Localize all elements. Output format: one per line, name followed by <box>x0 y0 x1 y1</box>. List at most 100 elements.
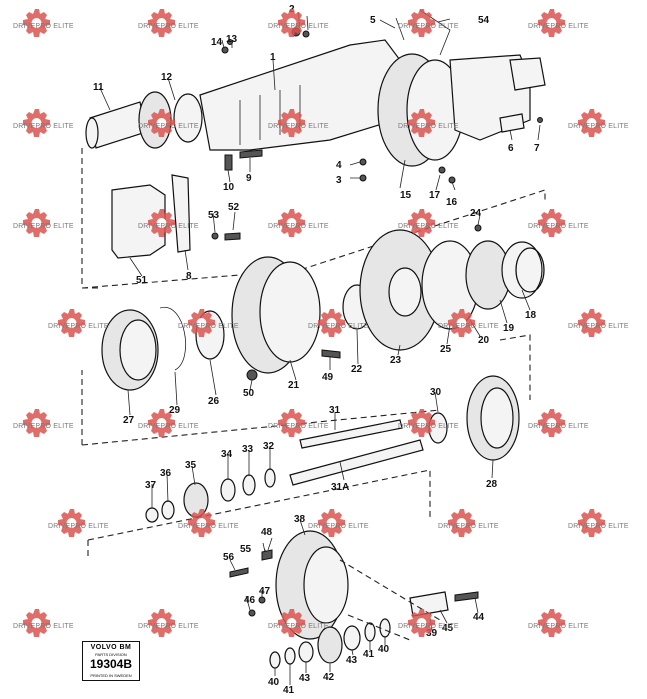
watermark-text: DRIVEPRO ELITE <box>398 623 459 630</box>
bearing-43-left <box>298 641 314 663</box>
bearing-20 <box>501 241 543 299</box>
watermark-text: DRIVEPRO ELITE <box>398 123 459 130</box>
callout-36: 36 <box>160 468 172 479</box>
section-divider-1 <box>81 148 546 289</box>
washer-32 <box>264 468 276 488</box>
screw-55 <box>261 549 273 561</box>
bolt-44 <box>454 591 479 602</box>
section-divider-3 <box>87 469 431 560</box>
callout-38: 38 <box>294 514 306 525</box>
callout-19: 19 <box>503 323 515 334</box>
callout-54: 54 <box>478 15 490 26</box>
callout-4: 4 <box>336 160 342 171</box>
watermark-text: DRIVEPRO ELITE <box>268 23 329 30</box>
callout-52: 52 <box>228 202 240 213</box>
callout-34: 34 <box>221 449 233 460</box>
watermark-text: DRIVEPRO ELITE <box>178 323 239 330</box>
drawing-number: 19304B <box>89 657 133 671</box>
bolt-52 <box>224 232 241 241</box>
callout-18: 18 <box>525 310 537 321</box>
callout-15: 15 <box>400 190 412 201</box>
bolt-17 <box>438 166 446 174</box>
callout-11: 11 <box>93 82 104 93</box>
planetary-group <box>145 375 520 523</box>
callout-3: 3 <box>336 175 342 186</box>
watermark-text: DRIVEPRO ELITE <box>268 623 329 630</box>
washer-41 <box>364 622 376 642</box>
watermark-text: DRIVEPRO ELITE <box>138 23 199 30</box>
watermark-text: DRIVEPRO ELITE <box>568 123 629 130</box>
callout-56: 56 <box>223 552 235 563</box>
callout-31a: 31A <box>331 482 349 493</box>
housing-ring-left <box>173 93 203 143</box>
washer-14 <box>221 46 229 54</box>
nut-4 <box>359 158 367 166</box>
pin-56 <box>229 567 249 578</box>
callout-46: 46 <box>244 595 256 606</box>
callout-48: 48 <box>261 527 273 538</box>
screw-46 <box>248 609 256 617</box>
snap-ring-29 <box>159 307 187 371</box>
watermark-text: DRIVEPRO ELITE <box>268 423 329 430</box>
bolt-10 <box>224 154 233 171</box>
assembly-guide-lines <box>339 559 441 641</box>
nut-37 <box>145 507 159 523</box>
watermark-text: DRIVEPRO ELITE <box>138 123 199 130</box>
callout-51: 51 <box>136 275 148 286</box>
shaft-31a <box>289 439 424 486</box>
watermark-text: DRIVEPRO ELITE <box>13 23 74 30</box>
watermark-text: DRIVEPRO ELITE <box>568 323 629 330</box>
watermark-text: DRIVEPRO ELITE <box>13 423 74 430</box>
callout-26: 26 <box>208 396 220 407</box>
watermark-text: DRIVEPRO ELITE <box>438 523 499 530</box>
callout-23: 23 <box>390 355 402 366</box>
shaft-end <box>85 117 99 149</box>
callout-20: 20 <box>478 335 490 346</box>
watermark-text: DRIVEPRO ELITE <box>398 23 459 30</box>
callout-43-left: 43 <box>299 673 311 684</box>
callout-27: 27 <box>123 415 135 426</box>
callout-49: 49 <box>322 372 334 383</box>
watermark-text: DRIVEPRO ELITE <box>268 223 329 230</box>
watermark-text: DRIVEPRO ELITE <box>398 423 459 430</box>
callout-28: 28 <box>486 479 498 490</box>
planet-gear-42 <box>317 626 343 664</box>
callout-12: 12 <box>161 72 173 83</box>
callout-55: 55 <box>240 544 252 555</box>
nut-50 <box>246 369 258 381</box>
watermark-text: DRIVEPRO ELITE <box>268 123 329 130</box>
wheel-hub-face <box>259 261 321 363</box>
watermark-layer: DRIVEPRO ELITE DRIVEPRO ELITE DRIVEPRO ELI… <box>13 9 629 637</box>
washer-41-left <box>284 647 296 665</box>
callout-45: 45 <box>442 623 454 634</box>
watermark-text: DRIVEPRO ELITE <box>528 223 589 230</box>
ring-gear-28-inner <box>480 387 514 449</box>
bolt-9 <box>239 149 263 159</box>
watermark-text: DRIVEPRO ELITE <box>398 223 459 230</box>
callout-8: 8 <box>186 271 192 282</box>
screw-7 <box>537 117 543 123</box>
callout-6: 6 <box>508 143 514 154</box>
brake-disc-hub <box>388 267 422 317</box>
screw-3 <box>359 174 367 182</box>
bearing-43 <box>343 625 361 651</box>
callout-35: 35 <box>185 460 197 471</box>
watermark-text: DRIVEPRO ELITE <box>438 323 499 330</box>
watermark-text: DRIVEPRO ELITE <box>568 523 629 530</box>
cover-plate-45 <box>409 591 449 617</box>
callout-40-left: 40 <box>268 677 280 688</box>
washer-40-left <box>269 651 281 669</box>
bracket-plate-8 <box>171 174 191 253</box>
watermark-text: DRIVEPRO ELITE <box>528 23 589 30</box>
callout-25: 25 <box>440 344 452 355</box>
screw-24 <box>474 224 482 232</box>
shaft-31 <box>299 419 403 449</box>
watermark-text: DRIVEPRO ELITE <box>308 523 369 530</box>
leader-lines <box>99 11 541 685</box>
callout-5: 5 <box>370 15 376 26</box>
callout-53: 53 <box>208 210 220 221</box>
callout-9: 9 <box>246 173 252 184</box>
seal-2 <box>302 30 310 38</box>
